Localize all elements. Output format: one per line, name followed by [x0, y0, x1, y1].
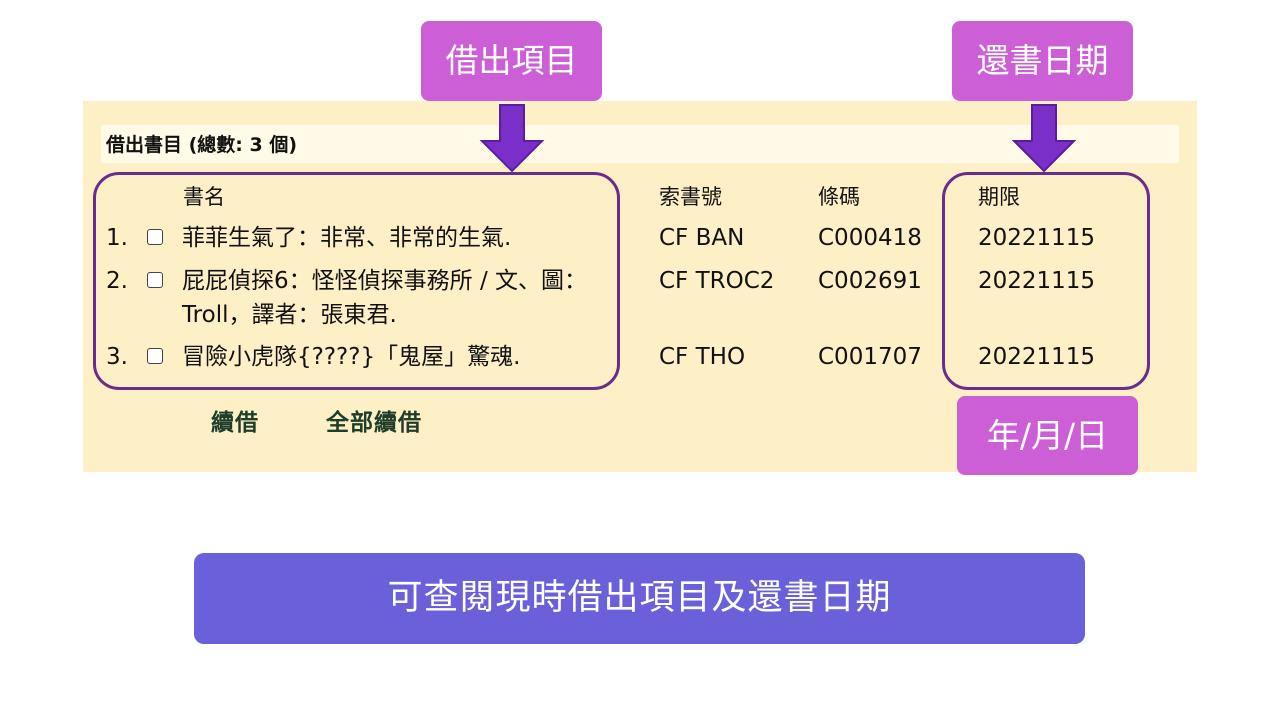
renew-checkbox[interactable]: [147, 348, 163, 364]
due-date: 20221115: [978, 268, 1096, 294]
footer-banner: 可查閱現時借出項目及還書日期: [194, 553, 1085, 644]
row-index: 2.: [106, 268, 128, 294]
call-number: CF BAN: [659, 225, 745, 251]
due-date: 20221115: [978, 344, 1096, 370]
row-index: 3.: [106, 344, 128, 370]
loans-header: 借出書目 (總數: 3 個): [101, 125, 1179, 163]
date-format-tag: 年/月/日: [957, 396, 1138, 475]
row-index: 1.: [106, 225, 128, 251]
renew-button[interactable]: 續借: [207, 404, 259, 442]
column-header-barcode: 條碼: [818, 185, 860, 209]
book-title: 屁屁偵探6：怪怪偵探事務所 / 文、圖：Troll，譯者：張東君.: [182, 268, 588, 328]
book-title: 菲菲生氣了：非常、非常的生氣.: [182, 225, 512, 251]
column-header-due: 期限: [978, 185, 1020, 209]
call-number: CF TROC2: [659, 268, 775, 294]
renew-checkbox[interactable]: [147, 272, 163, 288]
barcode: C000418: [818, 225, 922, 251]
call-number: CF THO: [659, 344, 746, 370]
renew-all-button[interactable]: 全部續借: [322, 404, 422, 442]
barcode: C002691: [818, 268, 922, 294]
borrowed-items-tag: 借出項目: [421, 21, 602, 101]
renew-button-label: 續借: [211, 410, 259, 436]
due-date-tag: 還書日期: [952, 21, 1133, 101]
barcode: C001707: [818, 344, 922, 370]
column-header-call-number: 索書號: [659, 185, 722, 209]
renew-checkbox[interactable]: [147, 229, 163, 245]
due-date: 20221115: [978, 225, 1096, 251]
book-title: 冒險小虎隊{????}「鬼屋」驚魂.: [182, 344, 521, 370]
column-header-title: 書名: [183, 185, 225, 209]
renew-all-button-label: 全部續借: [326, 410, 422, 436]
